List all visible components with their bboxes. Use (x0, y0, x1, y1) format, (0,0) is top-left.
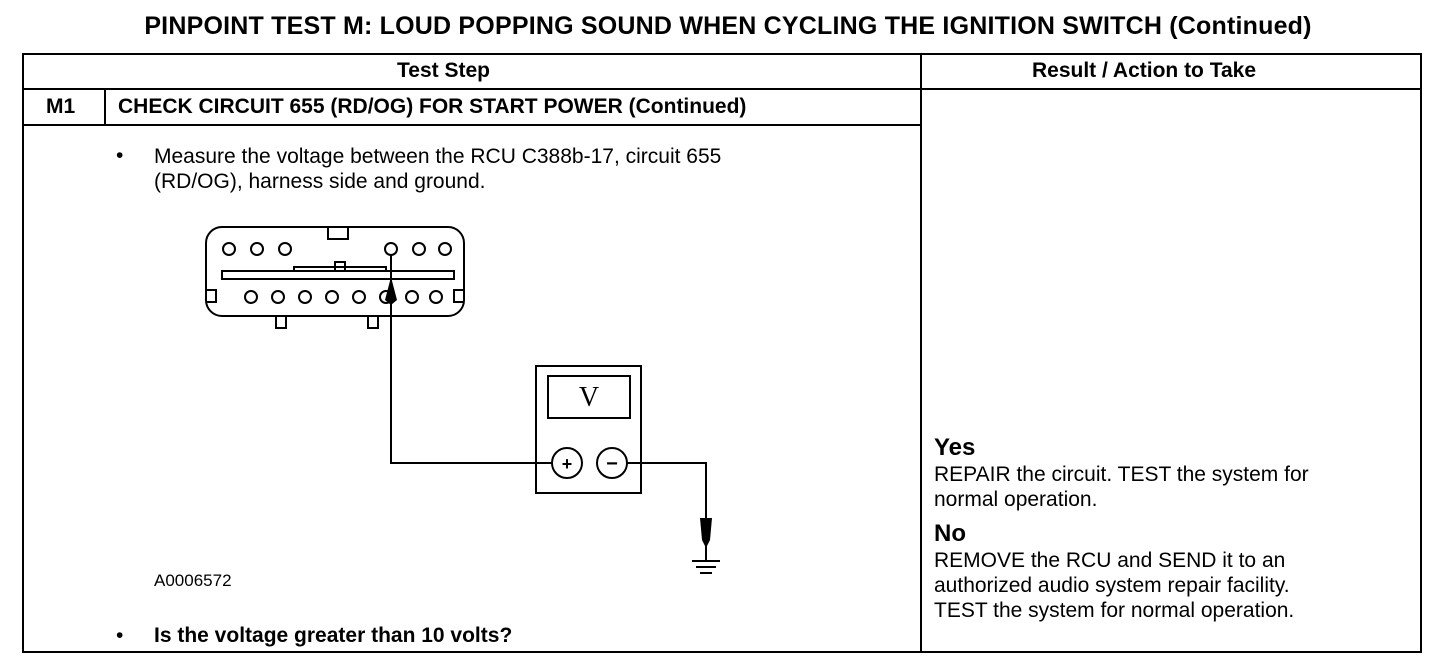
yes-action-line-1: REPAIR the circuit. TEST the system for (934, 463, 1309, 486)
pin-bottom-3 (298, 290, 312, 304)
connector-tab-right (367, 316, 379, 329)
pin-bottom-1 (244, 290, 258, 304)
negative-lead-wire (627, 462, 707, 520)
no-action: REMOVE the RCU and SEND it to an authori… (934, 548, 1294, 623)
connector-key (334, 261, 346, 272)
yes-label: Yes (934, 434, 976, 461)
page-title: PINPOINT TEST M: LOUD POPPING SOUND WHEN… (144, 12, 1312, 40)
header-test-step: Test Step (397, 59, 490, 82)
minus-symbol: − (606, 453, 618, 475)
pin-top-2 (250, 242, 264, 256)
connector-notch-right (453, 289, 464, 303)
question-text: Is the voltage greater than 10 volts? (154, 624, 513, 647)
connector-notch-left (206, 289, 217, 303)
pin-top-5 (412, 242, 426, 256)
pin-top-3 (278, 242, 292, 256)
instruction-text: Measure the voltage between the RCU C388… (154, 144, 721, 194)
yes-action-line-2: normal operation. (934, 488, 1098, 511)
no-action-line-2: authorized audio system repair facility. (934, 574, 1290, 597)
connector-latch (327, 226, 349, 240)
pin-bottom-4 (325, 290, 339, 304)
column-divider (920, 53, 922, 653)
no-label: No (934, 520, 966, 547)
positive-probe-tip (385, 277, 397, 305)
pin-top-6 (438, 242, 452, 256)
bullet-question: • (116, 624, 124, 647)
bullet-instruction: • (116, 144, 124, 167)
step-id: M1 (46, 95, 76, 118)
header-divider (22, 88, 1422, 90)
pin-bottom-7 (405, 290, 419, 304)
step-row-divider (22, 124, 922, 126)
pin-bottom-8 (429, 290, 443, 304)
step-id-divider (104, 88, 106, 125)
pin-top-1 (222, 242, 236, 256)
step-title: CHECK CIRCUIT 655 (RD/OG) FOR START POWE… (118, 95, 747, 118)
instruction-line-2: (RD/OG), harness side and ground. (154, 170, 486, 193)
plus-symbol: + (562, 454, 573, 474)
connector-tab-left (275, 316, 287, 329)
positive-lead-wire (390, 255, 552, 464)
ground-probe (700, 518, 712, 548)
positive-terminal (551, 447, 583, 479)
voltmeter-symbol: V (579, 382, 599, 413)
pin-bottom-5 (352, 290, 366, 304)
voltmeter-body (535, 365, 642, 494)
pinpoint-test-table (22, 53, 1422, 653)
figure-id: A0006572 (154, 571, 232, 590)
voltmeter-display (547, 375, 631, 419)
no-action-line-1: REMOVE the RCU and SEND it to an (934, 549, 1286, 572)
connector-divider-bar (221, 270, 455, 280)
yes-action: REPAIR the circuit. TEST the system for … (934, 462, 1309, 512)
header-result: Result / Action to Take (1032, 59, 1257, 82)
pin-top-4 (384, 242, 398, 256)
instruction-line-1: Measure the voltage between the RCU C388… (154, 145, 722, 168)
no-action-line-3: TEST the system for normal operation. (934, 599, 1295, 622)
pin-bottom-2 (271, 290, 285, 304)
